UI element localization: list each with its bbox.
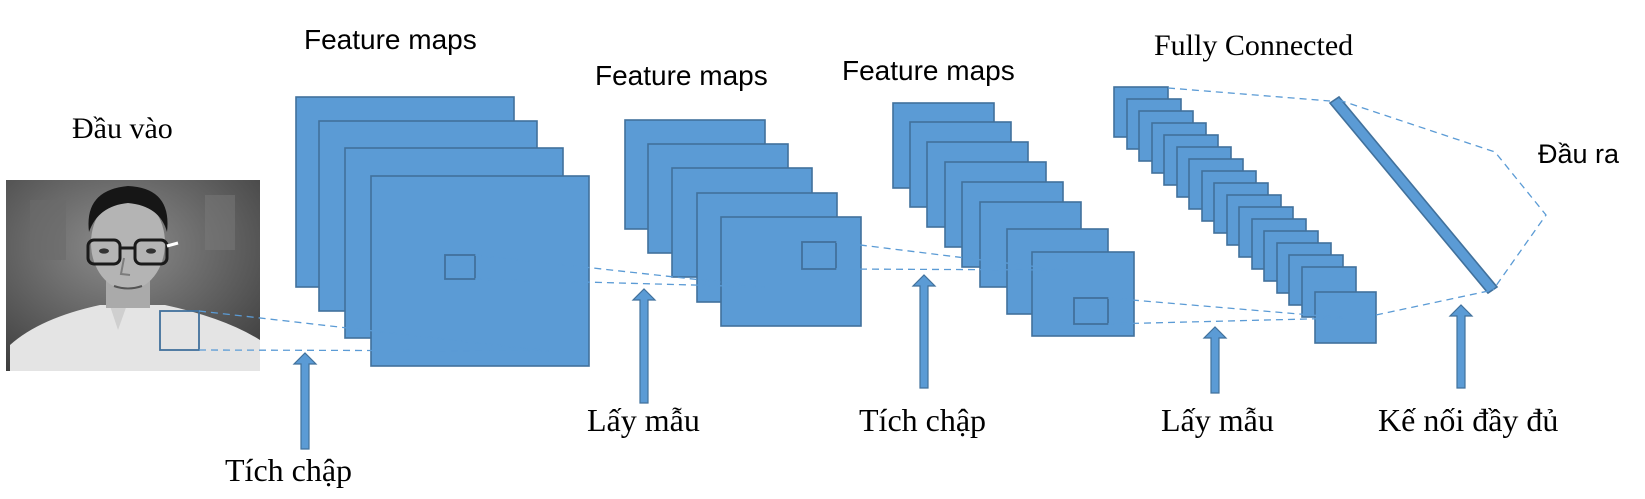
- feature-maps-group-2: [624, 119, 862, 327]
- fully-connected-stack: [1113, 86, 1377, 344]
- convolution-label-1: Tích chập: [225, 452, 352, 488]
- input-label: Đầu vào: [72, 112, 173, 145]
- input-photo: [6, 180, 260, 371]
- feature-maps-group-3: [892, 102, 1135, 337]
- fully-connected-label: Fully Connected: [1154, 29, 1353, 62]
- pooling-label-1: Lấy mẫu: [587, 402, 700, 438]
- pooling-arrow-2: [1202, 326, 1228, 394]
- feature-maps-group-1: [295, 96, 590, 367]
- connector-lines: [198, 87, 1547, 352]
- pooling-arrow-1: [631, 288, 657, 404]
- full-connection-arrow: [1448, 304, 1474, 389]
- convolution-arrow-1: [292, 352, 318, 450]
- full-connection-label: Kế nối đầy đủ: [1378, 402, 1558, 438]
- fully-connected-bar: [1328, 95, 1499, 295]
- input-receptive-window: [159, 310, 200, 351]
- feature-maps-label-3: Feature maps: [842, 55, 1015, 86]
- feature-maps-label-2: Feature maps: [595, 60, 768, 91]
- output-label: Đầu ra: [1538, 139, 1620, 169]
- pooling-label-2: Lấy mẫu: [1161, 402, 1274, 438]
- convolution-arrow-2: [911, 274, 937, 389]
- feature-maps-label-1: Feature maps: [304, 24, 477, 55]
- convolution-label-2: Tích chập: [859, 402, 986, 438]
